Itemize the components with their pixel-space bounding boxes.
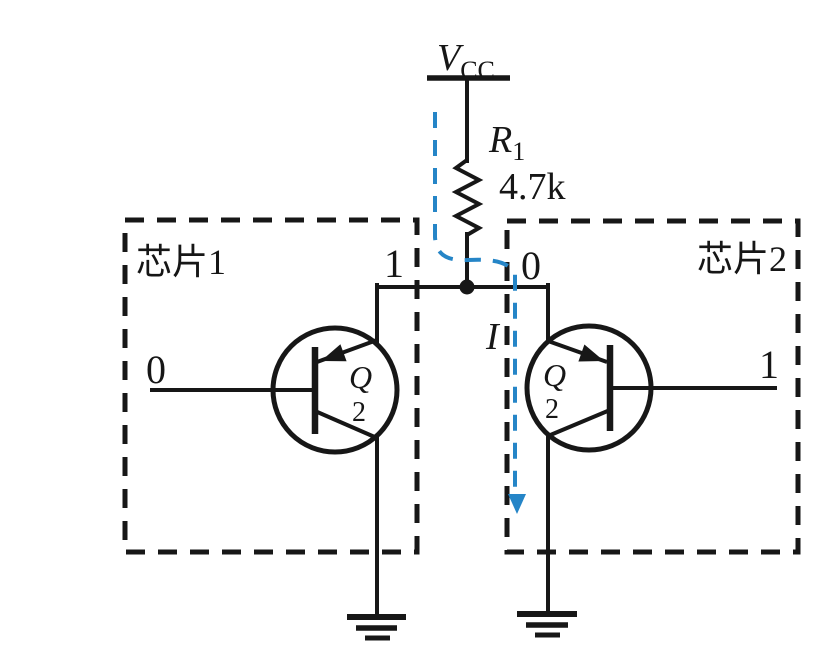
chip1-input-level: 0 (146, 347, 166, 392)
chip1-output-level: 1 (384, 241, 404, 286)
chip2-node-level: 0 (521, 243, 541, 288)
current-label: I (485, 316, 501, 358)
current-dashed-path (433, 112, 517, 496)
chip2-box (504, 218, 801, 555)
chip1-group: 芯片1 1 0 (122, 217, 420, 555)
transistor-q2-left: Q 2 (150, 325, 400, 619)
q-label-right: Q (543, 357, 566, 393)
resistor-zigzag (451, 158, 484, 237)
r1-label: R1 (488, 119, 525, 166)
ground-symbol-left (347, 614, 406, 641)
chip1-label: 芯片1 (136, 242, 226, 282)
power-supply: VCC (427, 37, 510, 163)
arrowhead-left-icon (321, 344, 347, 362)
chip2-group: 芯片2 0 1 (504, 218, 801, 555)
vcc-label: VCC (437, 37, 495, 85)
emitter-diagonal-right (547, 408, 611, 438)
current-path-group: I (433, 112, 526, 514)
node-dot (459, 279, 475, 295)
chip2-input-level: 1 (759, 342, 779, 387)
q-sub-left: 2 (352, 397, 366, 428)
node-net (375, 279, 550, 344)
resistor-r1: R1 4.7k (451, 119, 566, 289)
arrowhead-right-icon (578, 344, 604, 362)
transistor-q2-right: Q 2 (524, 323, 777, 616)
emitter-diagonal-left (314, 409, 378, 440)
current-arrowhead-icon (508, 494, 526, 514)
ground-symbol-right (517, 611, 577, 638)
q-label-left: Q (349, 359, 372, 395)
chip1-box (122, 217, 420, 555)
q-sub-right: 2 (545, 394, 559, 425)
r1-value-label: 4.7k (499, 166, 566, 208)
chip2-label: 芯片2 (697, 239, 787, 279)
